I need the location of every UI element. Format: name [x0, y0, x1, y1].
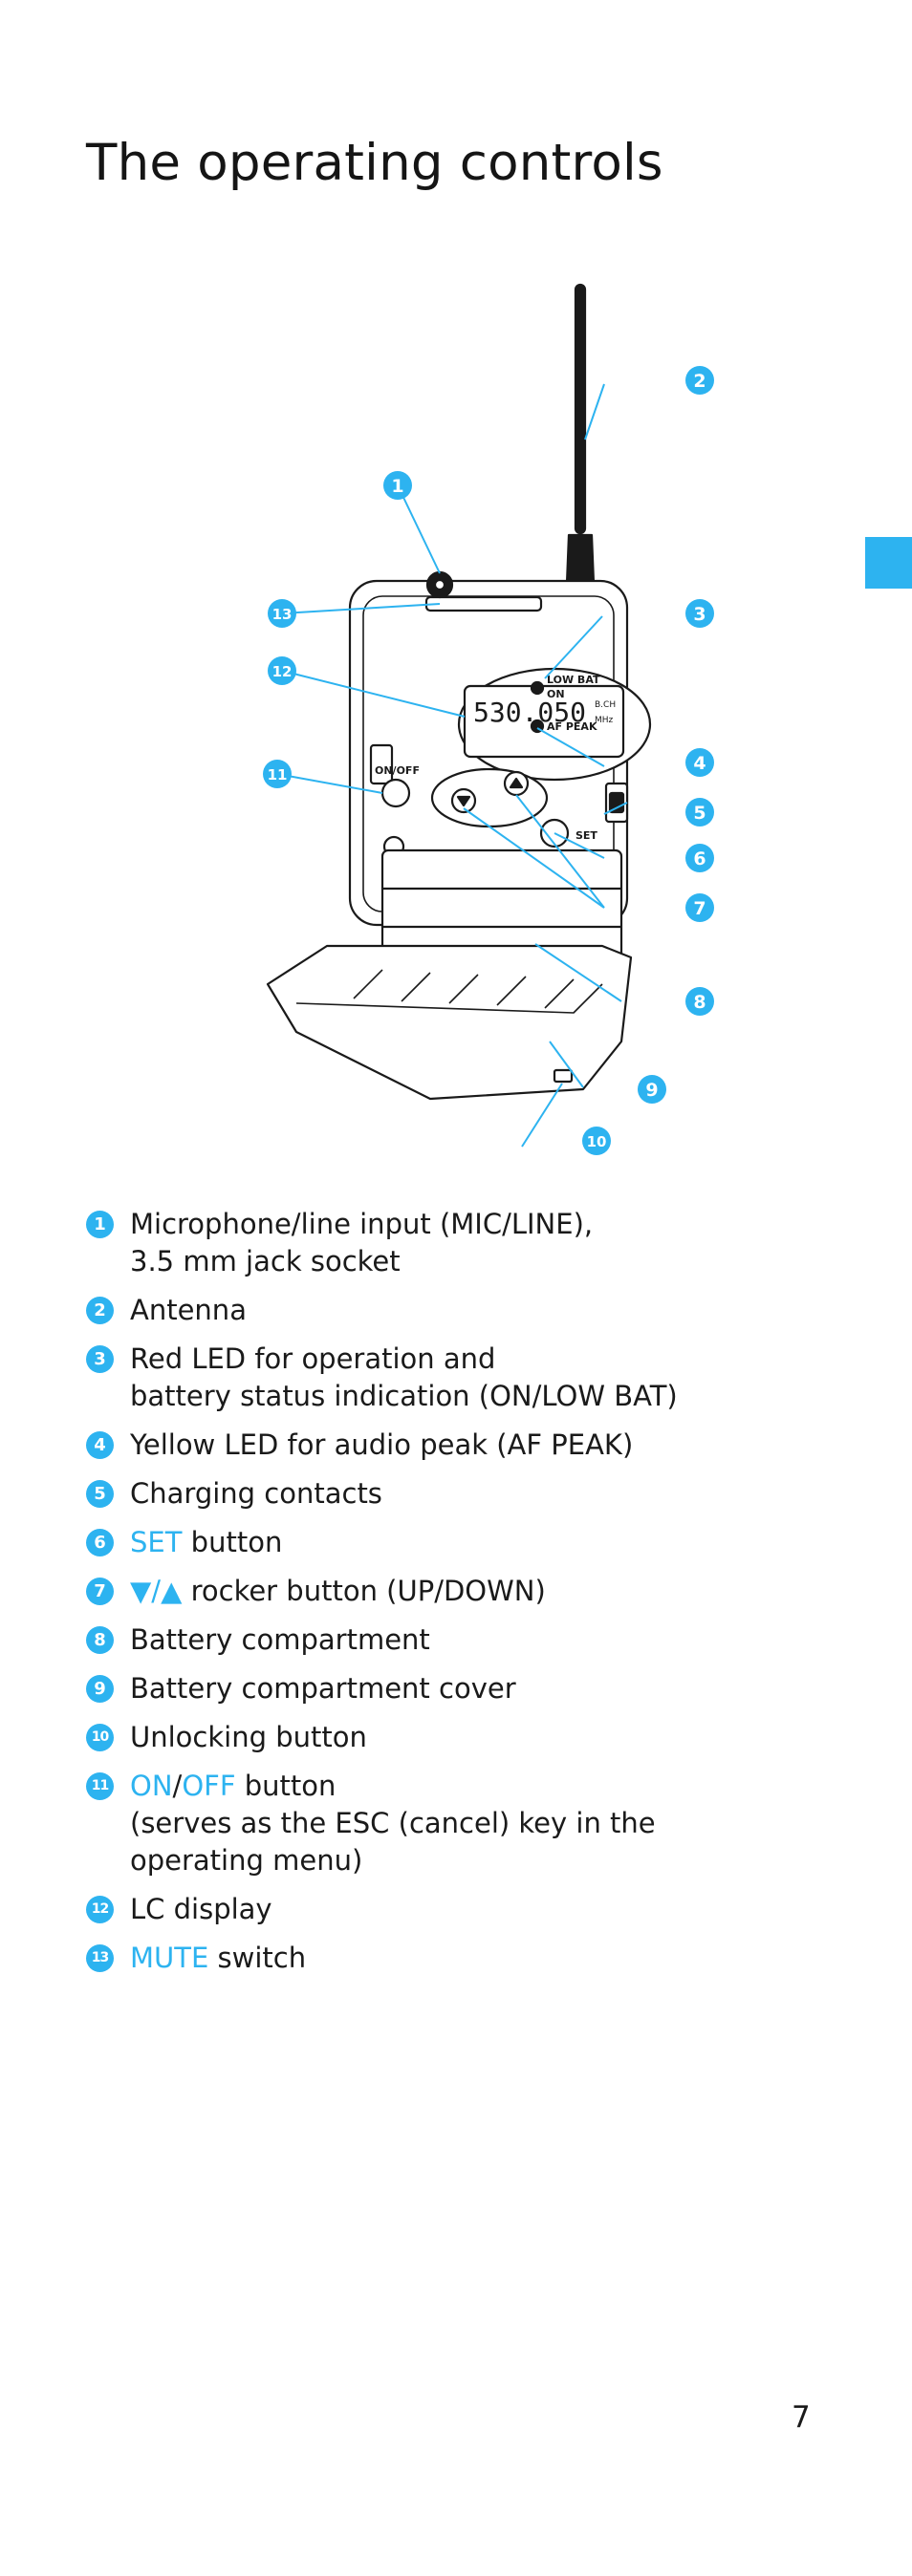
on-off-button-shape — [380, 778, 411, 808]
svg-text:8: 8 — [693, 992, 706, 1013]
legend-item-5: 5 Charging contacts — [86, 1475, 813, 1513]
legend-text: Unlocking button — [130, 1721, 367, 1753]
legend-item-1: 1 Microphone/line input (MIC/LINE), 3.5 … — [86, 1206, 813, 1280]
display-frequency: 530.050 — [473, 697, 586, 728]
legend-item-13: 13 MUTE switch — [86, 1940, 813, 1977]
legend-text: Antenna — [130, 1294, 247, 1326]
set-label: SET — [575, 829, 597, 842]
legend-text: Charging contacts — [130, 1477, 382, 1510]
callout-13: 13 — [268, 599, 296, 628]
legend-text: operating menu) — [130, 1844, 363, 1877]
legend-number: 1 — [86, 1211, 114, 1238]
legend-item-11: 11 ON/OFF button (serves as the ESC (can… — [86, 1768, 813, 1879]
callout-7: 7 — [685, 893, 714, 922]
svg-text:11: 11 — [268, 766, 288, 784]
legend-number: 13 — [86, 1944, 114, 1972]
legend-text: (serves as the ESC (cancel) key in the — [130, 1807, 656, 1839]
svg-text:4: 4 — [693, 753, 706, 774]
legend-text: Battery compartment — [130, 1623, 430, 1656]
legend-number: 4 — [86, 1431, 114, 1459]
unlock-button-shape — [553, 1068, 574, 1084]
page-title: The operating controls — [86, 134, 663, 192]
legend-text: Microphone/line input (MIC/LINE), — [130, 1208, 594, 1240]
legend-number: 10 — [86, 1724, 114, 1751]
battery-cover-shape — [266, 944, 633, 1101]
legend-number: 12 — [86, 1896, 114, 1923]
device-illustration: 530.050 B.CH MHz LOW BAT ON AF PEAK ON/O… — [263, 283, 714, 1155]
legend-text: switch — [208, 1942, 307, 1974]
display-unit-bottom: MHz — [595, 716, 614, 725]
legend-accent-text: OFF — [182, 1770, 236, 1802]
callout-3: 3 — [685, 599, 714, 628]
legend-item-10: 10 Unlocking button — [86, 1719, 813, 1756]
svg-text:5: 5 — [693, 803, 706, 824]
callout-12: 12 — [268, 656, 296, 685]
legend-number: 7 — [86, 1578, 114, 1605]
svg-text:9: 9 — [645, 1080, 658, 1101]
legend-number: 11 — [86, 1772, 114, 1800]
callout-5: 5 — [685, 798, 714, 826]
legend-item-9: 9 Battery compartment cover — [86, 1670, 813, 1707]
on-off-label: ON/OFF — [375, 764, 420, 777]
legend-text: battery status indication (ON/LOW BAT) — [130, 1380, 678, 1412]
legend-text: LC display — [130, 1893, 272, 1925]
legend-separator: / — [172, 1770, 183, 1802]
legend-accent-text: MUTE — [130, 1942, 209, 1974]
legend-number: 8 — [86, 1626, 114, 1654]
on-label: ON — [547, 688, 565, 700]
legend-accent-text: ▼/▲ — [130, 1575, 183, 1607]
section-tab-marker — [865, 537, 912, 589]
legend-accent-text: SET — [130, 1526, 183, 1558]
svg-text:2: 2 — [693, 371, 706, 392]
callout-1: 1 — [383, 471, 412, 500]
page-number: 7 — [792, 2400, 811, 2435]
svg-text:1: 1 — [391, 476, 403, 497]
legend-item-3: 3 Red LED for operation and battery stat… — [86, 1341, 813, 1415]
svg-text:3: 3 — [693, 604, 706, 625]
legend-number: 9 — [86, 1675, 114, 1703]
svg-text:12: 12 — [272, 663, 293, 680]
svg-text:10: 10 — [587, 1133, 607, 1150]
lc-display-shape — [463, 684, 625, 759]
af-peak-label: AF PEAK — [547, 720, 597, 733]
led-red-shape — [530, 680, 545, 696]
legend-text: button — [182, 1526, 283, 1558]
svg-text:13: 13 — [272, 606, 293, 623]
svg-text:7: 7 — [693, 898, 706, 919]
legend-item-6: 6 SET button — [86, 1524, 813, 1561]
mute-switch-shape — [424, 595, 543, 612]
legend-item-2: 2 Antenna — [86, 1292, 813, 1329]
controls-legend: 1 Microphone/line input (MIC/LINE), 3.5 … — [86, 1206, 813, 1988]
legend-number: 6 — [86, 1529, 114, 1556]
rocker-button-shape — [430, 767, 549, 828]
legend-item-7: 7 ▼/▲ rocker button (UP/DOWN) — [86, 1573, 813, 1610]
callout-10: 10 — [582, 1127, 611, 1155]
legend-text: Yellow LED for audio peak (AF PEAK) — [130, 1428, 634, 1461]
low-bat-label: LOW BAT — [547, 674, 600, 686]
legend-item-8: 8 Battery compartment — [86, 1621, 813, 1659]
svg-text:6: 6 — [693, 848, 706, 869]
legend-text: 3.5 mm jack socket — [130, 1245, 401, 1277]
legend-accent-text: ON — [130, 1770, 173, 1802]
legend-text: Red LED for operation and — [130, 1342, 496, 1375]
legend-item-4: 4 Yellow LED for audio peak (AF PEAK) — [86, 1427, 813, 1464]
antenna-shape — [574, 283, 587, 535]
legend-number: 2 — [86, 1297, 114, 1324]
legend-item-12: 12 LC display — [86, 1891, 813, 1928]
callout-11: 11 — [263, 760, 292, 788]
legend-text: button — [235, 1770, 337, 1802]
legend-text: Battery compartment cover — [130, 1672, 516, 1705]
legend-number: 5 — [86, 1480, 114, 1508]
callout-2: 2 — [685, 366, 714, 395]
display-unit-top: B.CH — [595, 700, 616, 710]
callout-8: 8 — [685, 987, 714, 1016]
legend-number: 3 — [86, 1345, 114, 1373]
callout-9: 9 — [638, 1075, 666, 1104]
callout-6: 6 — [685, 844, 714, 872]
legend-text: rocker button (UP/DOWN) — [182, 1575, 546, 1607]
callout-4: 4 — [685, 748, 714, 777]
